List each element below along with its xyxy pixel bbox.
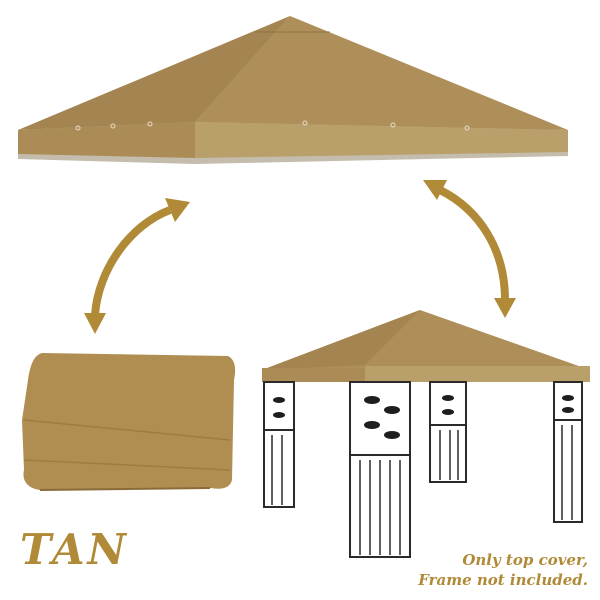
color-name-label: TAN (20, 525, 129, 574)
folded-canopy-illustration (22, 353, 236, 491)
canopy-cover-illustration (18, 16, 568, 164)
note-line-2: Frame not included. (418, 571, 588, 589)
double-arrow-left-icon (84, 198, 190, 334)
note-line-1: Only top cover, (462, 551, 588, 569)
double-arrow-right-icon (423, 180, 516, 318)
frame-disclaimer-note: Only top cover, Frame not included. (418, 550, 588, 590)
gazebo-illustration (262, 310, 590, 558)
